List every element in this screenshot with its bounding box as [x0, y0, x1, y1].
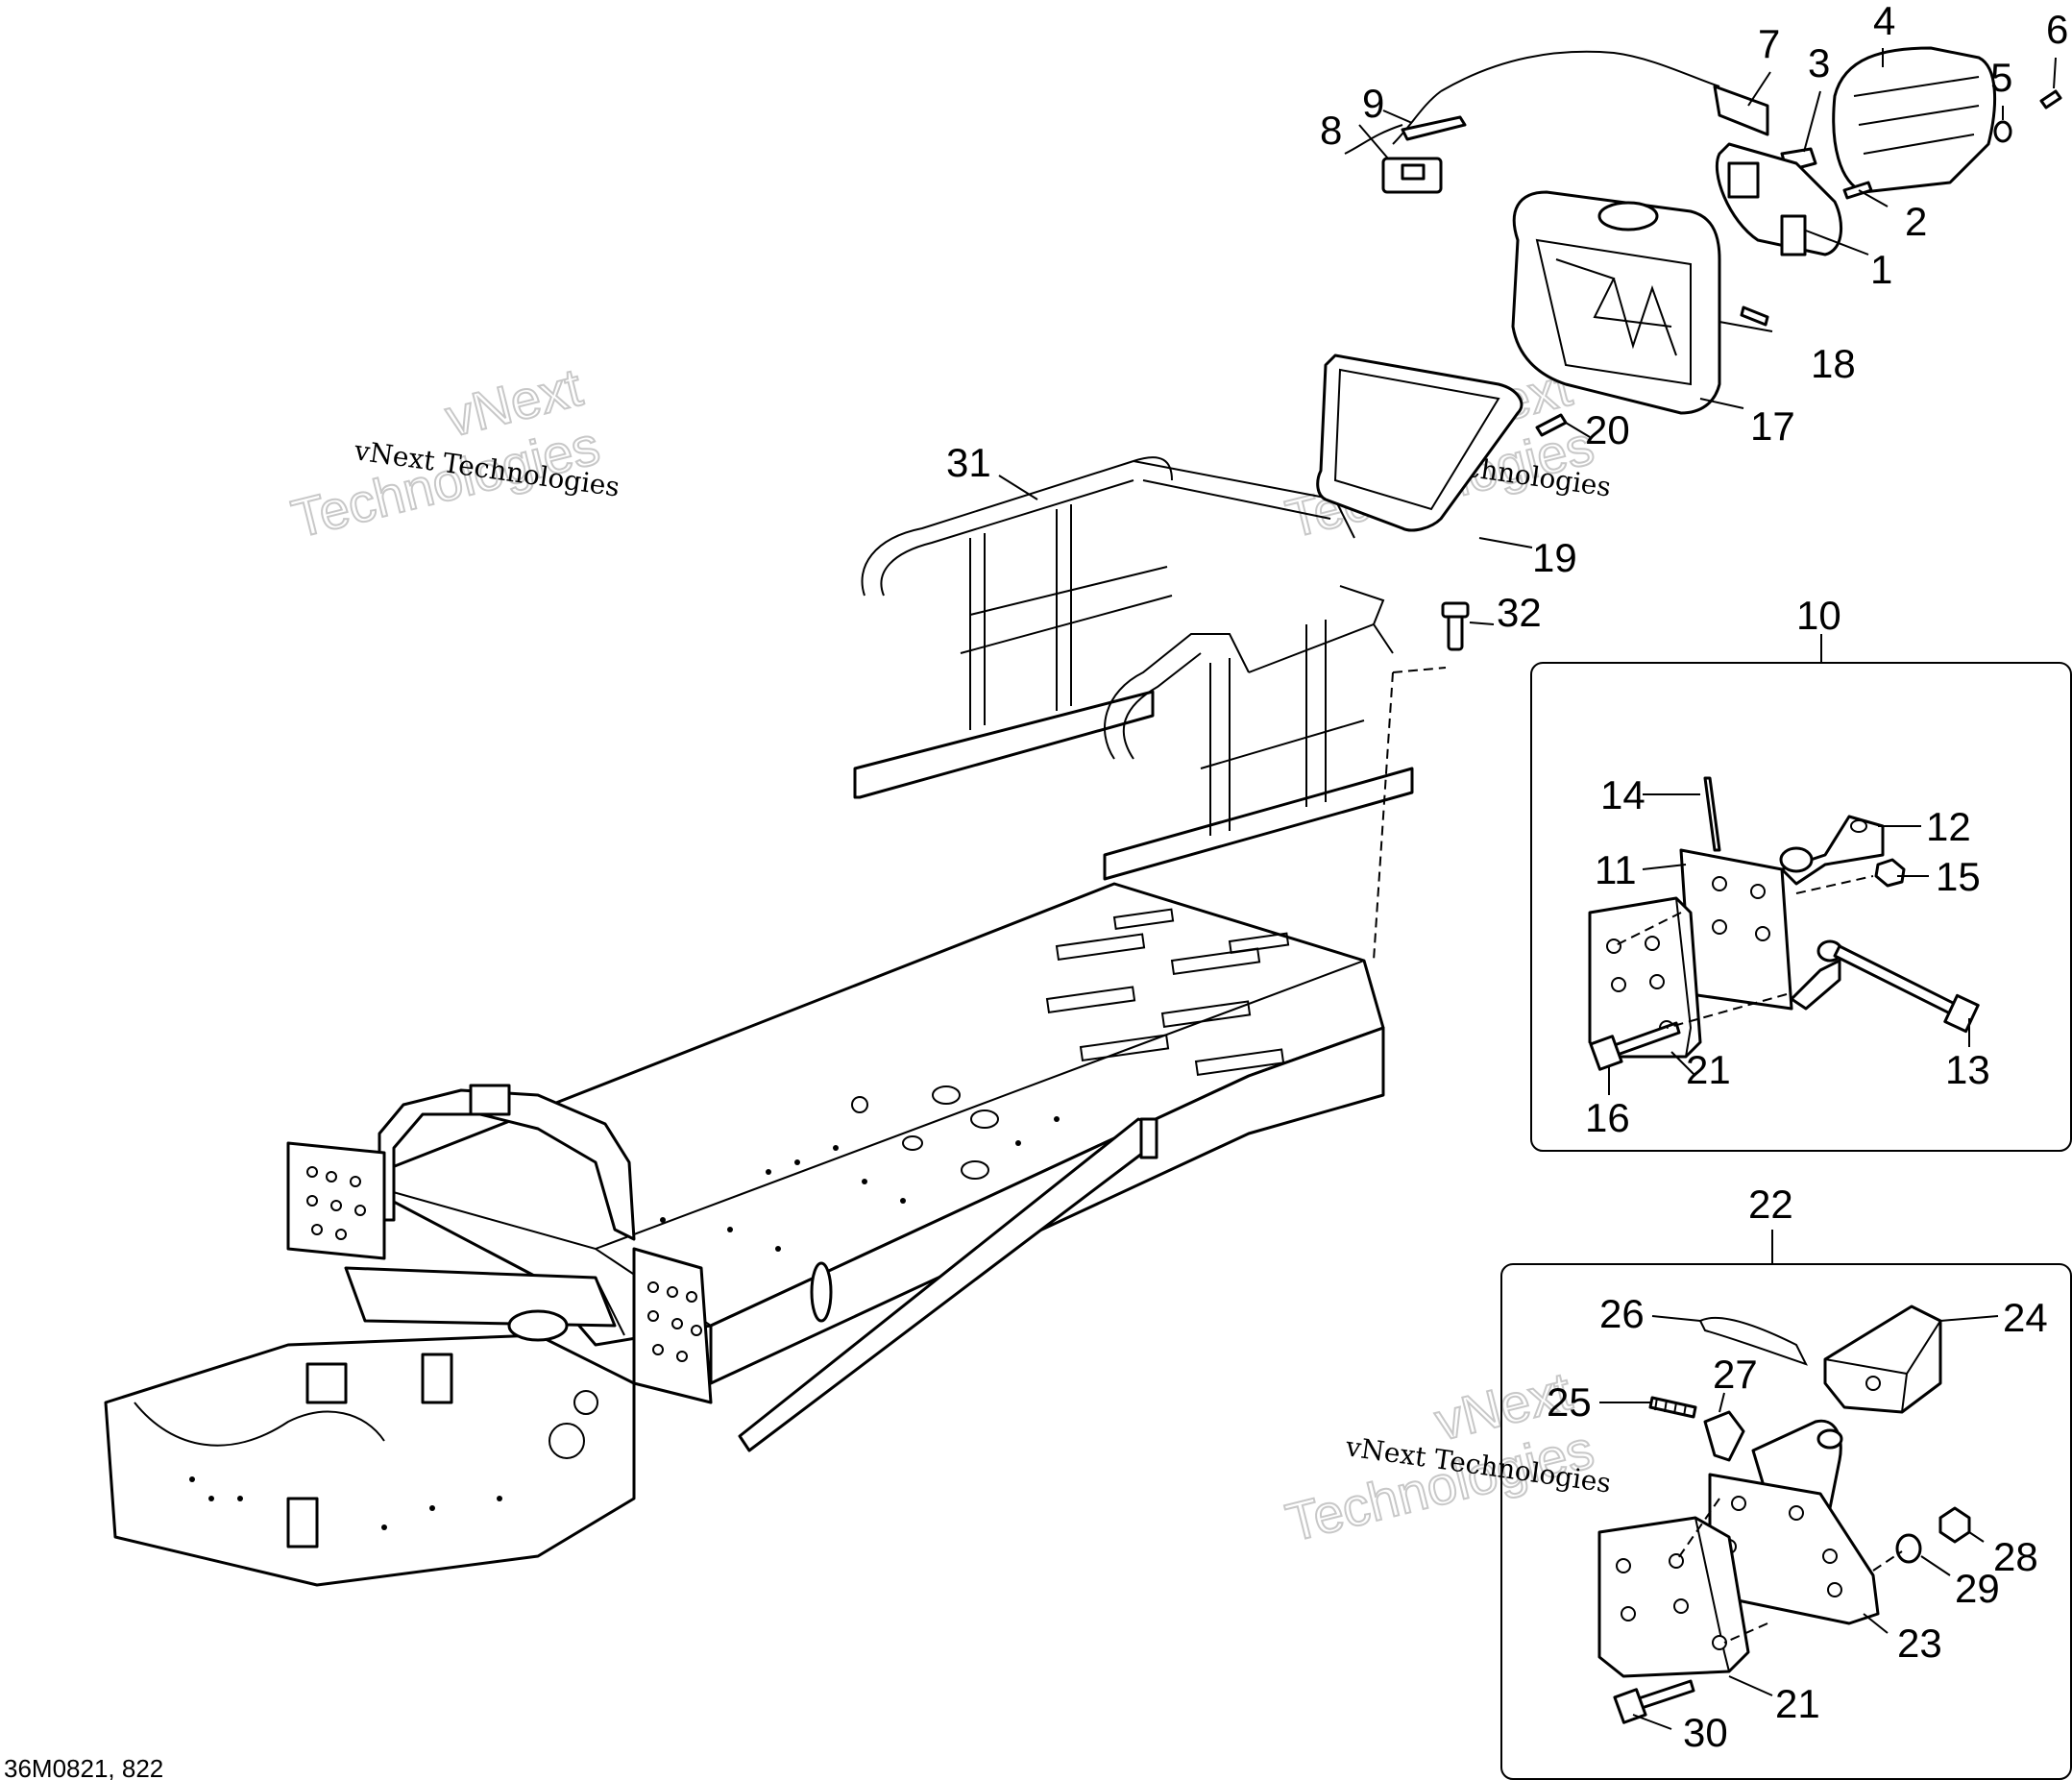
screw-2	[1842, 181, 1873, 200]
callout-32: 32	[1497, 590, 1542, 635]
rack-left-rail	[853, 690, 1155, 799]
rack-right-rail	[1103, 767, 1414, 881]
callout-7: 7	[1758, 21, 1780, 66]
bracket-12-lower	[1790, 959, 1841, 1011]
nut-28	[1938, 1506, 1971, 1544]
drawing-code: 36M0821, 822	[4, 1754, 163, 1780]
terminal-9	[1401, 115, 1467, 141]
callout-21-b: 21	[1775, 1681, 1820, 1726]
callout-1: 1	[1870, 247, 1892, 292]
light-base-1	[1715, 142, 1843, 256]
callout-23: 23	[1897, 1621, 1942, 1666]
light-base-slot	[1780, 214, 1807, 256]
tunnel-holes	[660, 1085, 1060, 1323]
callout-29: 29	[1955, 1566, 2000, 1611]
callout-3: 3	[1808, 40, 1830, 85]
pin-26	[1698, 1316, 1808, 1366]
callout-21-a: 21	[1686, 1047, 1731, 1092]
wiring-harness	[1440, 50, 1720, 92]
callout-17: 17	[1750, 403, 1795, 449]
engine-cradle	[104, 1333, 636, 1587]
callout-30: 30	[1683, 1710, 1728, 1755]
callout-11: 11	[1595, 847, 1637, 892]
callout-20: 20	[1585, 407, 1630, 452]
callout-31: 31	[946, 440, 991, 485]
tunnel-side-slot	[810, 1261, 833, 1323]
callout-10: 10	[1796, 593, 1841, 638]
cradle-top-bar	[344, 1266, 617, 1328]
leader-lines	[998, 48, 2057, 1730]
callout-25: 25	[1547, 1379, 1592, 1425]
inset-22-frame	[1500, 1263, 2072, 1780]
pin-14	[1703, 776, 1721, 852]
plate-11	[1679, 848, 1793, 1011]
callout-22: 22	[1748, 1182, 1793, 1227]
harness-socket	[1713, 85, 1769, 136]
callout-6: 6	[2046, 7, 2068, 52]
callout-5: 5	[1990, 55, 2012, 100]
cradle-mount-2	[421, 1353, 453, 1404]
inset-22	[1500, 1230, 2072, 1780]
callout-13: 13	[1945, 1047, 1990, 1092]
assembly-line-rack	[1373, 671, 1394, 962]
bracket-24	[1823, 1305, 1942, 1414]
callout-19: 19	[1532, 535, 1577, 580]
light-base-socket	[1727, 161, 1760, 199]
callout-16: 16	[1585, 1095, 1630, 1140]
callout-14: 14	[1600, 772, 1645, 817]
cradle-mount	[305, 1362, 348, 1404]
cradle-oval-hole	[507, 1309, 569, 1342]
callout-15: 15	[1936, 854, 1981, 899]
callout-2: 2	[1905, 199, 1927, 244]
callout-8: 8	[1320, 108, 1342, 153]
callout-4: 4	[1873, 0, 1895, 43]
washer-5	[1993, 120, 2012, 143]
callout-28: 28	[1993, 1534, 2038, 1579]
nut-15	[1874, 858, 1906, 888]
steering-support	[469, 1084, 511, 1116]
screw-6	[2039, 89, 2062, 110]
side-plate-holes	[306, 1166, 702, 1362]
inset-10	[1530, 634, 2072, 1152]
chassis-frame	[104, 882, 1385, 1587]
callout-12: 12	[1926, 804, 1971, 849]
lens-4	[1832, 46, 1996, 194]
pad-21-b	[1597, 1516, 1750, 1678]
latch-27	[1703, 1410, 1745, 1462]
inset-10-frame	[1530, 662, 2072, 1152]
callout-26: 26	[1599, 1291, 1645, 1336]
callout-27: 27	[1713, 1352, 1758, 1397]
tail-light-assembly	[1316, 46, 2062, 532]
callout-24: 24	[2003, 1295, 2048, 1340]
bolt-32	[1441, 601, 1470, 651]
bracket-12-sleeve	[1779, 846, 1814, 873]
callout-numbers: 1 2 3 4 5 6 7 8 9 10 11 12 13 14 15 16 1…	[946, 0, 2068, 1755]
callout-9: 9	[1362, 81, 1384, 126]
washer-29	[1895, 1533, 1922, 1564]
watermark-left: vNext Technologies vNext Technologies	[285, 355, 622, 550]
assembly-line-32	[1392, 667, 1447, 673]
tunnel-slots	[1045, 908, 1290, 1076]
screw-18	[1740, 305, 1769, 327]
cradle-bracket	[286, 1497, 319, 1548]
housing-top-hole	[1597, 201, 1659, 232]
reflector-19	[1316, 354, 1524, 532]
bolt-13	[1833, 944, 1966, 1020]
side-rod-bracket	[1139, 1117, 1158, 1159]
callout-18: 18	[1811, 341, 1856, 386]
